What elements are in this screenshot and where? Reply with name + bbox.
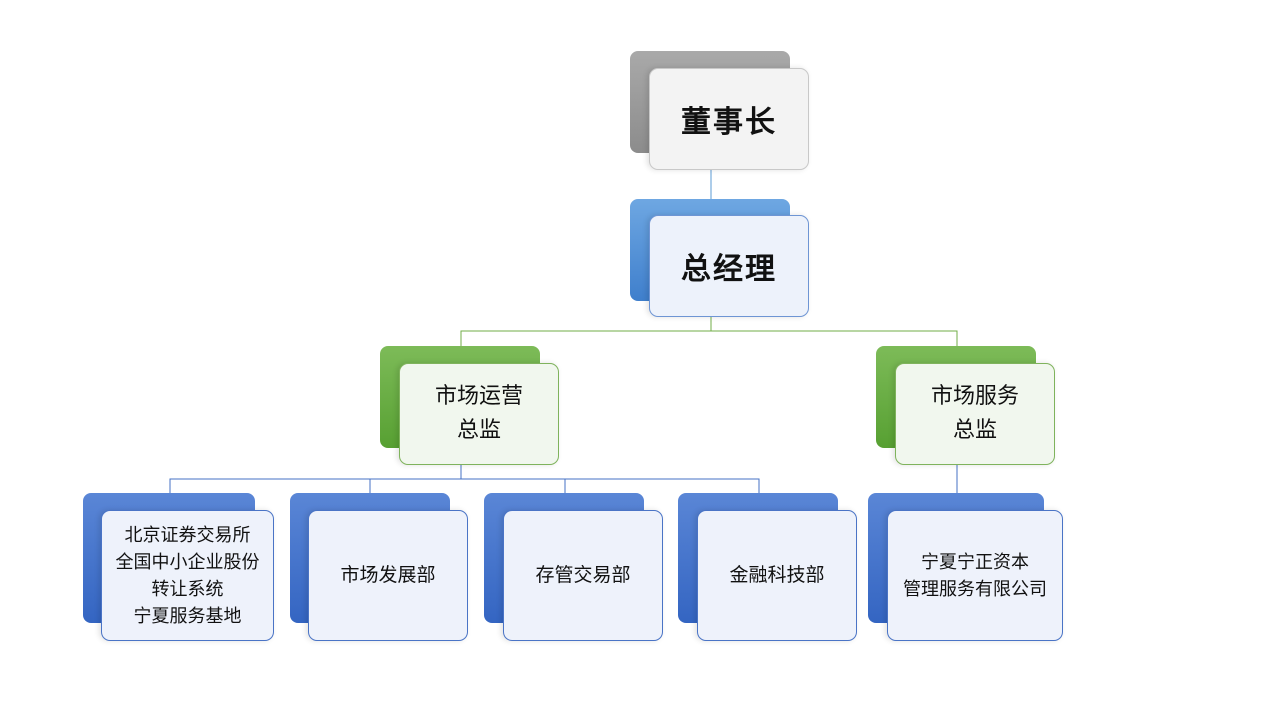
node-market-development: 市场发展部 (290, 493, 470, 643)
connector-ops-departments (169, 464, 760, 510)
neeq-line4: 宁夏服务基地 (133, 605, 242, 627)
neeq-line1: 北京证券交易所 (124, 524, 251, 546)
node-chairman: 董事长 (630, 51, 810, 171)
market-development-label: 市场发展部 (340, 564, 436, 586)
market-operations-line2: 总监 (456, 418, 501, 443)
chairman-label: 董事长 (681, 105, 777, 140)
node-market-operations-director: 市场运营 总监 (380, 346, 560, 466)
node-ningxia-capital: 宁夏宁正资本 管理服务有限公司 (868, 493, 1064, 643)
market-services-line2: 总监 (952, 418, 997, 443)
custody-trading-label: 存管交易部 (535, 564, 631, 586)
market-services-line1: 市场服务 (930, 384, 1019, 409)
market-operations-line1: 市场运营 (434, 384, 523, 409)
neeq-line3: 转让系统 (151, 578, 224, 600)
neeq-line2: 全国中小企业股份 (115, 551, 260, 573)
general-manager-label: 总经理 (681, 252, 777, 287)
ningxia-capital-line1: 宁夏宁正资本 (921, 551, 1029, 573)
ningxia-capital-line2: 管理服务有限公司 (903, 578, 1047, 600)
node-custody-trading: 存管交易部 (484, 493, 664, 643)
fintech-label: 金融科技部 (729, 564, 825, 586)
node-neeq-ningxia-base: 北京证券交易所 全国中小企业股份 转让系统 宁夏服务基地 (83, 493, 276, 643)
node-fintech: 金融科技部 (678, 493, 858, 643)
node-general-manager: 总经理 (630, 199, 810, 319)
node-market-services-director: 市场服务 总监 (876, 346, 1056, 466)
